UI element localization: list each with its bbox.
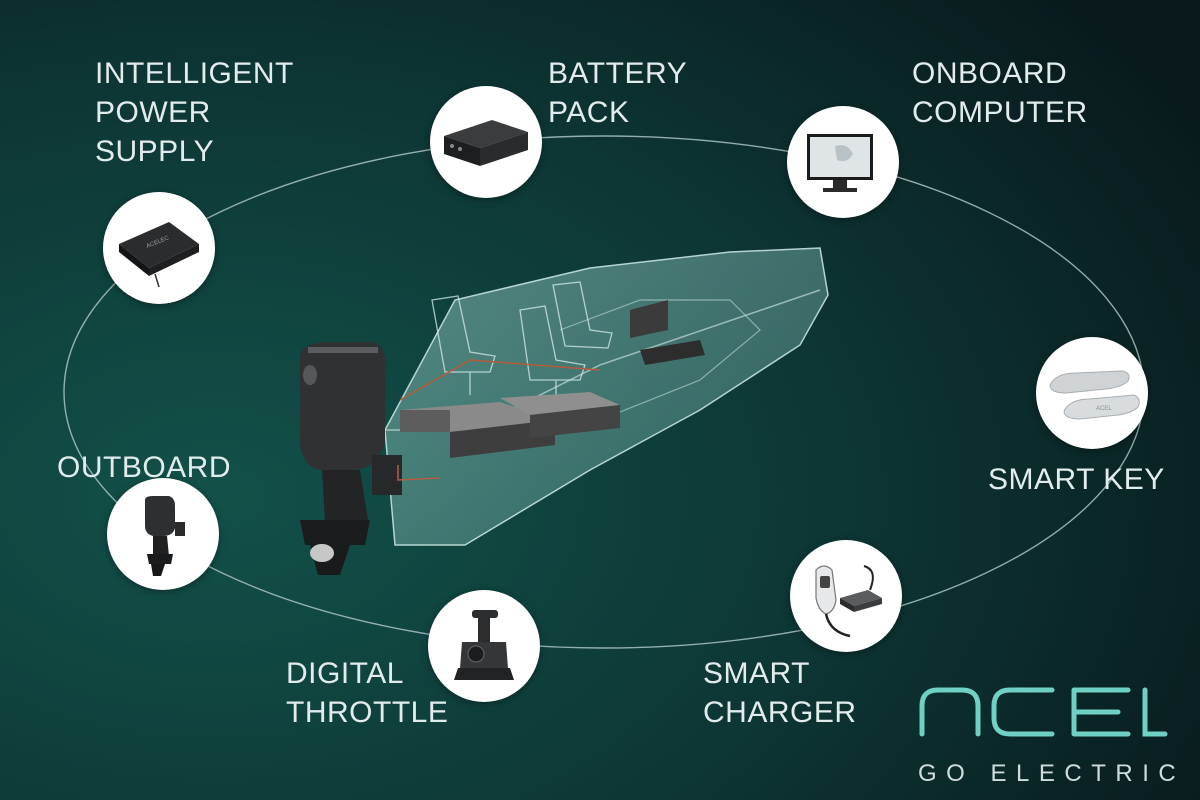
node-power-supply: ACELEC (103, 192, 215, 304)
label-line: SMART (703, 657, 810, 690)
charger-icon (815, 565, 882, 638)
label-smart-key: SMART KEY (988, 460, 1165, 499)
node-battery-pack (430, 86, 542, 198)
node-smart-key: ACEL (1036, 337, 1148, 449)
node-outboard (107, 478, 219, 590)
monitor-icon (807, 134, 873, 192)
label-line: OUTBOARD (57, 451, 232, 484)
node-onboard-computer (787, 106, 899, 218)
label-intelligent-power-supply: INTELLIGENT POWER SUPPLY (95, 54, 294, 171)
outboard-motor-icon (145, 496, 185, 576)
battery-pack-icon (444, 120, 528, 166)
label-digital-throttle: DIGITAL THROTTLE (286, 654, 448, 732)
hull-batteries (399, 300, 705, 458)
smart-key-icon: ACEL (1049, 370, 1140, 420)
acel-logo (919, 687, 1168, 737)
label-onboard-computer: ONBOARD COMPUTER (912, 54, 1088, 132)
label-line: SMART KEY (988, 463, 1165, 496)
label-line: THROTTLE (286, 696, 449, 729)
label-battery-pack: BATTERY PACK (548, 54, 687, 132)
node-digital-throttle (428, 590, 540, 702)
node-smart-charger (790, 540, 902, 652)
outboard-motor (299, 342, 402, 575)
label-line: BATTERY (548, 57, 688, 90)
power-supply-icon: ACELEC (119, 222, 199, 288)
label-line: CHARGER (703, 696, 857, 729)
brand-tagline: GO ELECTRIC (918, 760, 1186, 787)
label-line: SUPPLY (95, 135, 215, 168)
label-line: POWER (95, 96, 211, 129)
label-line: ONBOARD (912, 57, 1068, 90)
label-line: INTELLIGENT (95, 57, 294, 90)
label-line: PACK (548, 96, 630, 129)
battery-cables (397, 465, 441, 481)
label-line: COMPUTER (912, 96, 1088, 129)
throttle-icon (454, 610, 514, 680)
label-line: DIGITAL (286, 657, 404, 690)
svg-text:ACEL: ACEL (1096, 406, 1112, 412)
label-outboard: OUTBOARD (57, 448, 231, 487)
label-smart-charger: SMART CHARGER (703, 654, 857, 732)
